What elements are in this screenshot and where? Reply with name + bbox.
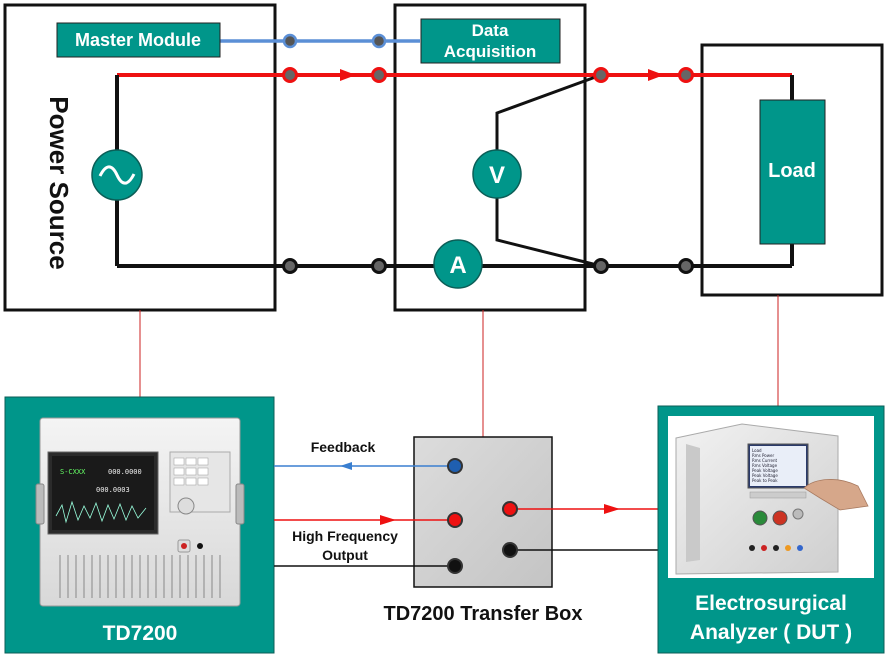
signal-node — [371, 33, 387, 49]
transfer-box — [413, 436, 553, 588]
black-node — [371, 258, 387, 274]
analyzer-row: Peak Voltage — [752, 468, 778, 473]
analyzer-row: Rms Voltage — [752, 463, 778, 468]
analyzer-label-line2: Analyzer ( DUT ) — [690, 621, 852, 644]
data-acquisition-label-line2: Acquisition — [444, 42, 537, 61]
terminal-black-out — [502, 542, 518, 558]
signal-node — [282, 33, 298, 49]
td7200-readout-2: 000.0000 — [108, 468, 142, 476]
data-acquisition-label-line1: Data — [472, 21, 509, 40]
td7200-instrument-image: S-CXXX 000.0003 000.0000 — [35, 417, 245, 607]
terminal-blue — [447, 458, 463, 474]
red-node — [282, 67, 298, 83]
analyzer-label-line1: Electrosurgical — [695, 592, 847, 615]
terminal-red-out — [502, 501, 518, 517]
terminal-red — [447, 512, 463, 528]
master-module-box — [56, 22, 221, 58]
red-node — [371, 67, 387, 83]
red-node — [678, 67, 694, 83]
td7200-label: TD7200 — [103, 622, 178, 645]
load-label: Load — [768, 160, 816, 182]
hf-output-arrow — [380, 515, 396, 525]
analyzer-row: Peak to Peak — [752, 478, 778, 483]
red-node — [593, 67, 609, 83]
sine-wave-icon — [98, 165, 136, 185]
black-node — [593, 258, 609, 274]
analyzer-row: Rms Power — [752, 453, 774, 458]
analyzer-row: Peak Voltage — [752, 473, 778, 478]
red-flow-arrow — [340, 69, 356, 81]
voltmeter-label: V — [489, 162, 505, 189]
td7200-readout-1: 000.0003 — [96, 486, 130, 494]
analyzer-row: Rms Current — [752, 458, 777, 463]
svg-text:S-CXXX: S-CXXX — [60, 468, 86, 476]
feedback-label: Feedback — [311, 439, 376, 455]
red-flow-arrow — [648, 69, 664, 81]
data-acquisition-box — [420, 18, 561, 64]
analyzer-row: Load — [752, 448, 762, 453]
analyzer-image: Load Rms Power Rms Current Rms Voltage P… — [668, 416, 874, 578]
power-source-label: Power Source — [44, 96, 74, 269]
dut-red-arrow — [604, 504, 620, 514]
terminal-black — [447, 558, 463, 574]
voltmeter-icon — [472, 149, 522, 199]
transfer-box-label: TD7200 Transfer Box — [384, 603, 583, 625]
master-module-label: Master Module — [75, 30, 201, 50]
feedback-arrow — [340, 462, 352, 470]
load-resistor — [759, 99, 826, 245]
ammeter-label: A — [449, 252, 466, 279]
black-node — [678, 258, 694, 274]
hf-output-label-line1: High Frequency — [292, 528, 398, 544]
hf-output-label-line2: Output — [322, 547, 368, 563]
ammeter-icon — [433, 239, 483, 289]
black-node — [282, 258, 298, 274]
